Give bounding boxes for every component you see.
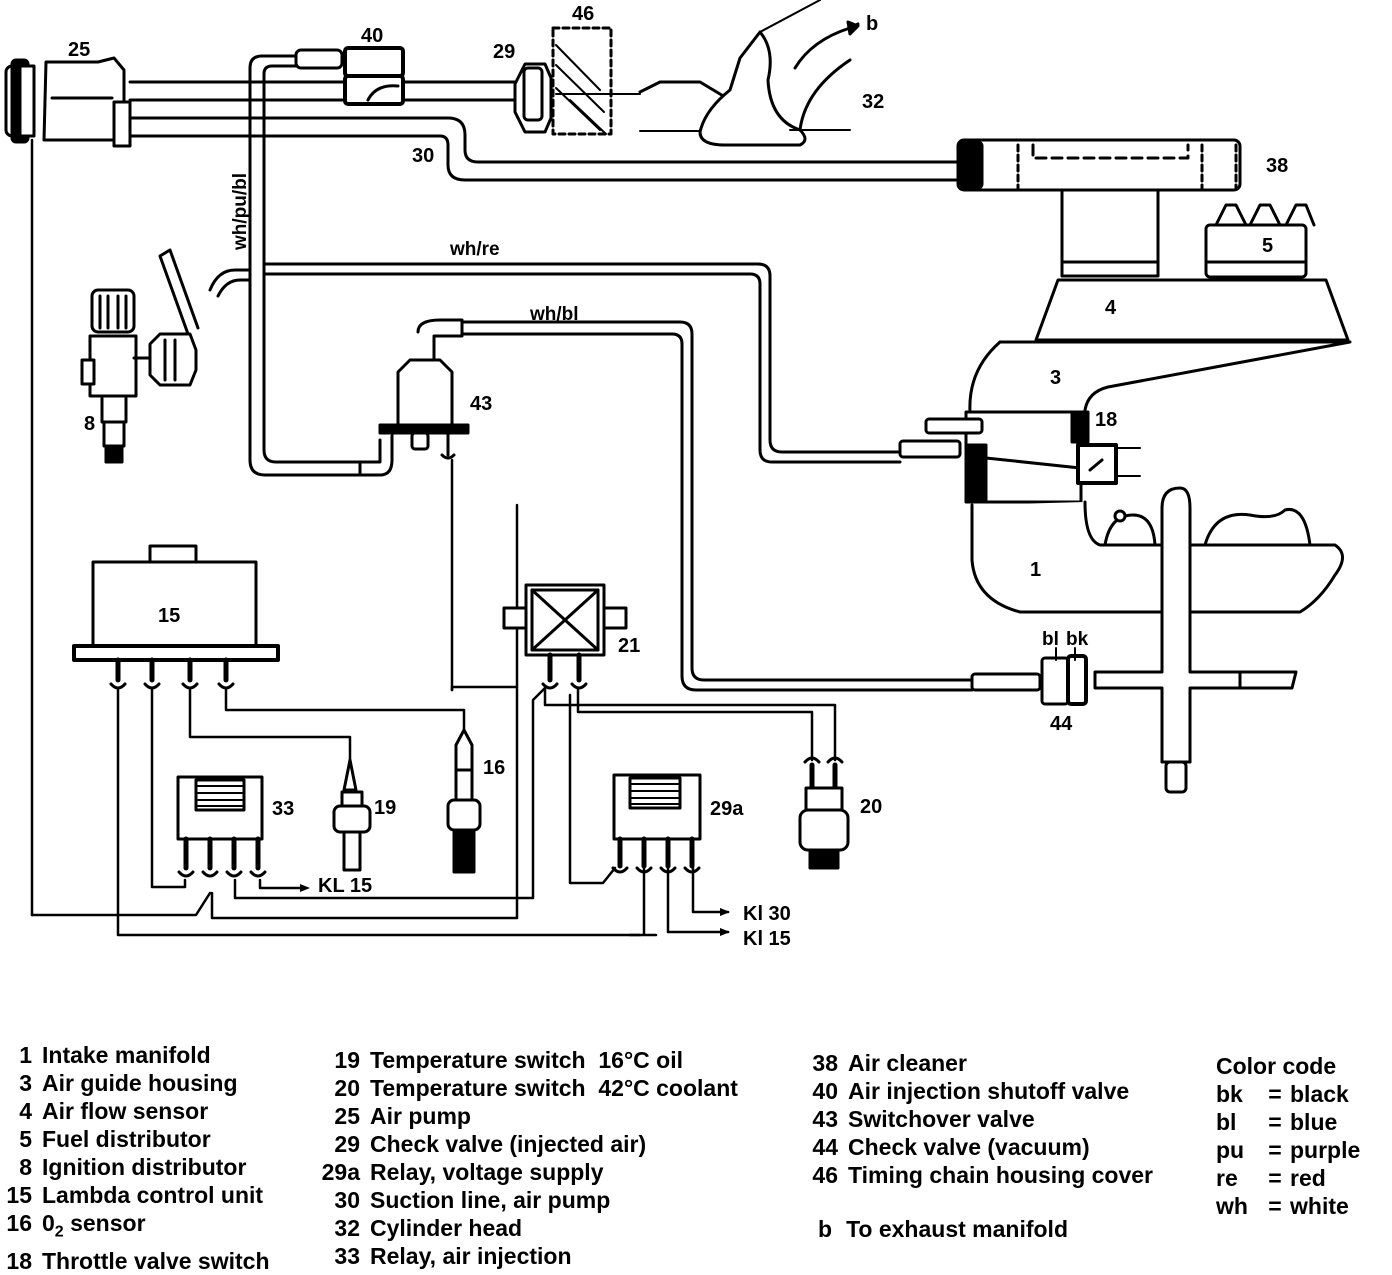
temperature-switch-19 — [332, 758, 372, 872]
label-4: 4 — [1105, 297, 1117, 319]
label-21: 21 — [618, 635, 640, 657]
intake-manifold-1 — [970, 500, 1344, 614]
label-25: 25 — [68, 39, 90, 61]
color-code-item: wh=white — [1216, 1193, 1349, 1219]
ignition-distributor-8 — [80, 248, 200, 464]
relay-29a — [611, 773, 702, 874]
label-30: 30 — [412, 145, 434, 167]
vacuum-line-wh-bl — [460, 320, 974, 682]
vacuum-line-wh-re — [262, 262, 902, 454]
lambda-control-unit-15 — [72, 544, 280, 690]
throttle-housing — [898, 410, 1090, 504]
label-32: 32 — [862, 91, 884, 113]
check-valve-29 — [513, 62, 553, 134]
timing-chain-cover-46 — [551, 26, 641, 136]
label-40: 40 — [361, 25, 383, 47]
label-5: 5 — [1262, 235, 1273, 257]
label-43: 43 — [470, 393, 492, 415]
label-15: 15 — [158, 605, 180, 627]
label-18: 18 — [1095, 409, 1117, 431]
wire-label-wh-bl: wh/bl — [529, 304, 579, 325]
air-cleaner-38 — [956, 138, 1242, 192]
label-1: 1 — [1030, 559, 1041, 581]
check-valve-44 — [970, 647, 1088, 706]
label-19: 19 — [374, 797, 396, 819]
color-code-item: bl=blue — [1216, 1109, 1338, 1135]
label-44: 44 — [1050, 713, 1073, 735]
temperature-switch-20 — [798, 756, 850, 870]
wire-label-bk: bk — [1066, 629, 1089, 650]
label-20: 20 — [860, 796, 882, 818]
pump-hoses — [128, 80, 962, 182]
label-29: 29 — [493, 41, 515, 63]
air-flow-sensor-4 — [1034, 188, 1350, 342]
terminal-kl15-33: KL 15 — [318, 875, 372, 897]
color-code-legend: Color code bk=black bl=blue pu=purple re… — [1216, 1052, 1360, 1220]
o2-sensor-16 — [446, 728, 482, 874]
label-33: 33 — [272, 798, 294, 820]
label-b: b — [866, 13, 878, 35]
wire-label-wh-pu-bl: wh/pu/bl — [230, 173, 251, 251]
color-code-item: pu=purple — [1216, 1137, 1361, 1163]
color-code-item: re=red — [1216, 1165, 1326, 1191]
air-pump-25 — [4, 56, 132, 148]
vacuum-line-wh-pu-bl — [248, 54, 362, 477]
color-code-item: bk=black — [1216, 1081, 1349, 1107]
switchover-valve-43 — [358, 318, 470, 692]
wire-label-bl: bl — [1042, 629, 1059, 650]
shutoff-valve-40 — [294, 46, 405, 106]
label-8: 8 — [84, 413, 95, 435]
label-3: 3 — [1050, 367, 1061, 389]
air-guide-housing-3 — [968, 340, 1352, 457]
air-injection-schematic: 25 40 29 46 b 32 30 38 5 4 3 18 1 43 8 1… — [4, 0, 1352, 950]
wiring-harness — [30, 503, 837, 937]
terminal-kl30-29a: Kl 30 — [743, 903, 791, 925]
wire-label-wh-re: wh/re — [449, 239, 500, 260]
fuel-distributor-5 — [1204, 203, 1316, 279]
label-46: 46 — [572, 3, 594, 25]
terminal-kl15-29a: Kl 15 — [743, 928, 791, 950]
relay-33 — [176, 775, 267, 878]
label-29a: 29a — [710, 798, 744, 820]
cylinder-head-32 — [638, 0, 860, 147]
label-16: 16 — [483, 757, 505, 779]
throttle-valve-switch-18 — [1076, 443, 1141, 485]
vacuum-tee — [1160, 486, 1242, 764]
color-code-title: Color code — [1216, 1053, 1337, 1079]
label-38: 38 — [1266, 155, 1288, 177]
relay-21 — [502, 583, 628, 690]
